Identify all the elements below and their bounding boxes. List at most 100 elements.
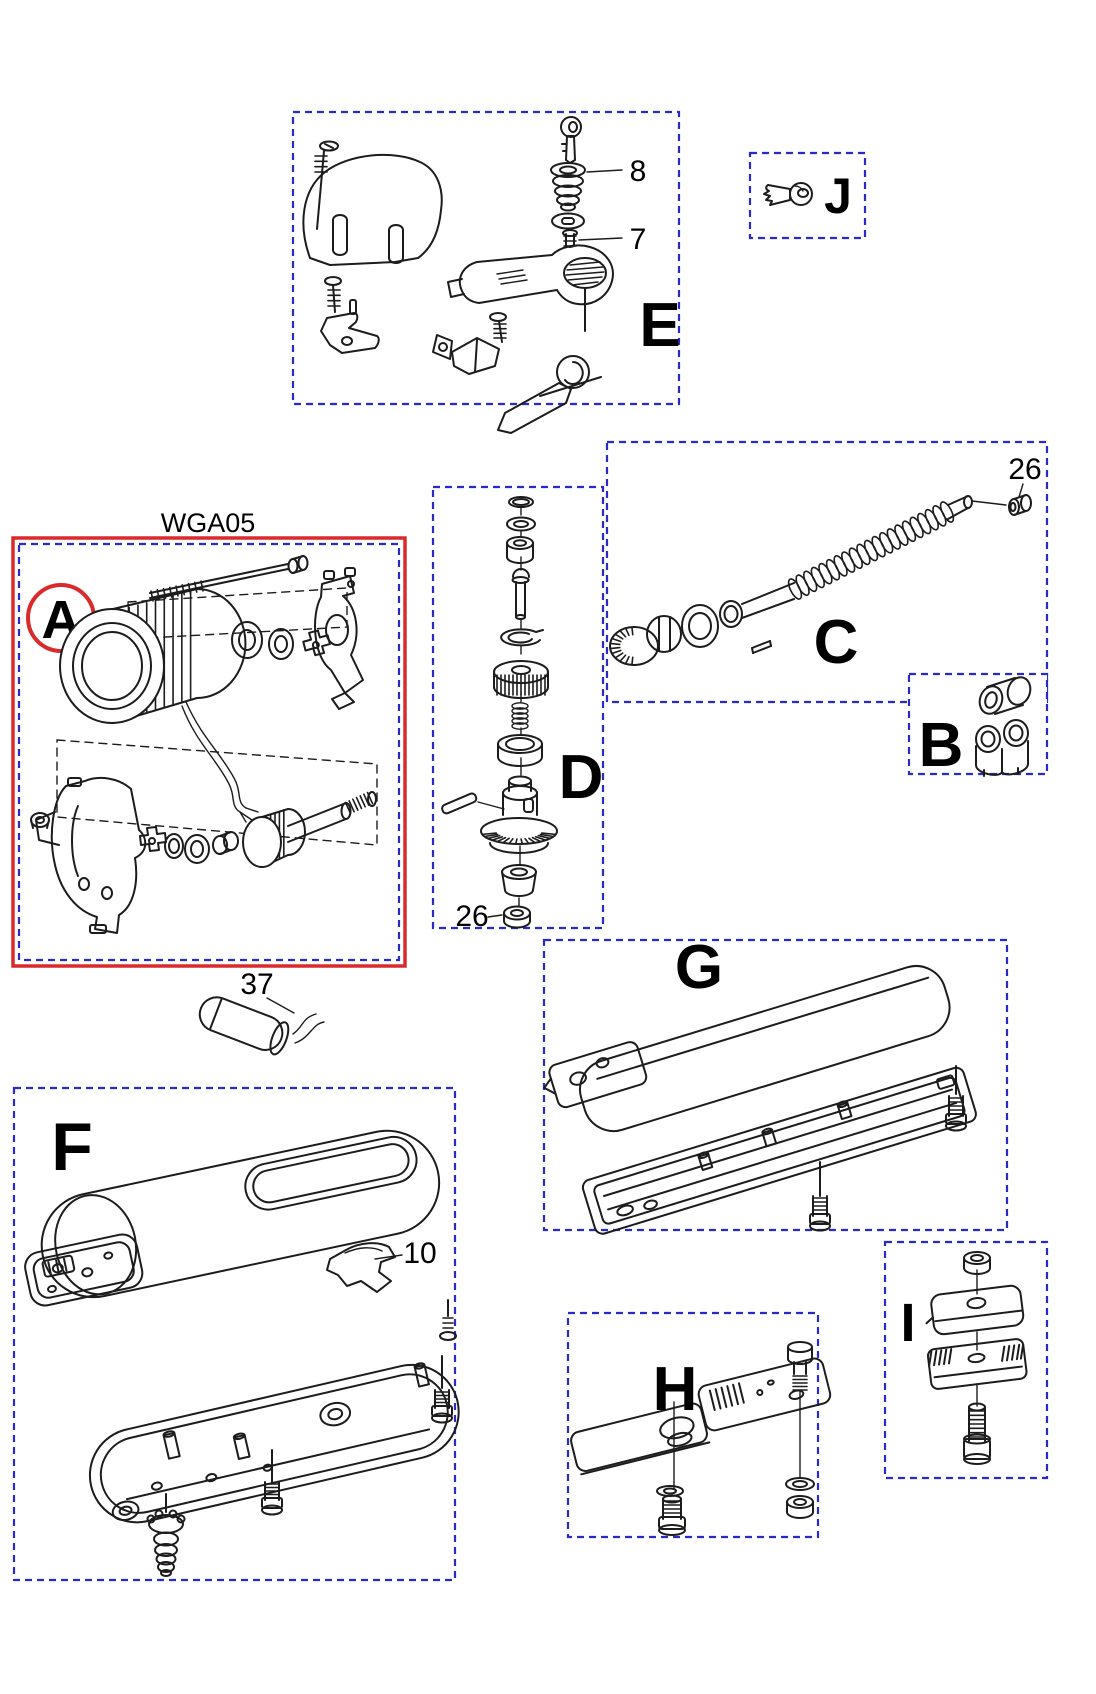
release-cover-drawing (302, 153, 443, 266)
section-b-label: B (919, 711, 964, 780)
plain-plate-drawing (570, 1402, 711, 1476)
spacer-drawing (212, 831, 239, 855)
capacitor-wires-drawing (292, 1013, 325, 1044)
clamp-plate-drawing (925, 1284, 1025, 1336)
section-j-label: J (824, 168, 852, 224)
serrated-clamp-plate-drawing (926, 1338, 1028, 1390)
base-housing-drawing (88, 1362, 460, 1524)
callout-leader-line (374, 1254, 403, 1260)
screw-drawing (261, 1449, 283, 1516)
decorative-hatching-over (150, 155, 986, 1518)
bevel-gear-drawing (609, 615, 682, 666)
callout-leader-line (266, 997, 295, 1014)
section-b: B (907, 672, 1049, 780)
section-e: 8 7 E (291, 110, 681, 434)
section-d: 26 D (431, 485, 605, 933)
ring-drawing (164, 833, 184, 859)
callout-leader-line (487, 914, 503, 918)
product-code: WGA05 (161, 508, 256, 538)
section-i: I (883, 1240, 1049, 1480)
washer-plate-drawing (551, 212, 585, 230)
bevel-pinion-drawing (441, 775, 558, 854)
clevis-fork-drawing (975, 719, 1029, 777)
ring-drawing (497, 734, 543, 767)
callout-leader-lines (578, 169, 623, 241)
key-drawing (560, 116, 582, 164)
screw-drawing (809, 1161, 831, 1232)
tie-rod-drawing (149, 555, 309, 599)
section-j: J (748, 151, 867, 240)
lock-cylinder-drawing (550, 162, 586, 212)
bearing-drawing (268, 628, 294, 660)
screw-drawing (431, 1355, 453, 1424)
section-e-box (291, 110, 681, 406)
release-arm-drawing (447, 244, 614, 332)
motor-wires-drawing (181, 701, 259, 823)
axis-lines (518, 507, 522, 907)
nut-drawing (30, 812, 50, 829)
section-a-box (17, 542, 401, 962)
section-f: 10 (12, 1086, 460, 1582)
washer-drawing (656, 1485, 684, 1497)
screw-drawing (439, 1299, 457, 1341)
section-d-label: D (559, 743, 604, 812)
motor-stator-drawing (59, 588, 247, 724)
section-h: H (566, 1311, 832, 1539)
snap-ring-drawing (500, 628, 544, 647)
cup-washer-drawing (501, 864, 537, 897)
ring-drawing (719, 600, 743, 628)
spring-drawing (511, 702, 529, 730)
section-g-box (542, 938, 1009, 1232)
washer-drawing (231, 621, 263, 659)
callout-37: 37 (240, 968, 273, 1001)
screw-drawing (562, 229, 578, 248)
upper-housing-drawing (40, 1129, 441, 1299)
part-37-capacitor: 37 (198, 968, 325, 1056)
section-c: 26 C (605, 440, 1049, 704)
slotted-plate-drawing (697, 1357, 832, 1432)
pin-drawing (511, 568, 530, 620)
stop-nut-drawing (1008, 494, 1032, 516)
section-g-label: G (675, 933, 723, 1002)
section-h-box (566, 1311, 820, 1539)
pin-drawing (751, 640, 772, 654)
callout-leader-line (1018, 483, 1024, 498)
washer-drawing (506, 516, 536, 532)
callout-26-gear: 26 (455, 900, 488, 933)
cable-gland-drawing (146, 1493, 186, 1577)
wedge-drawing (432, 334, 500, 375)
section-a-red-box (11, 536, 407, 968)
guide-rail-drawing (581, 1066, 977, 1235)
section-e-label: E (639, 291, 680, 360)
section-f-label: F (51, 1109, 93, 1185)
motor-bracket-drawing (314, 567, 364, 710)
threaded-bushing-drawing (978, 676, 1032, 715)
decorative-hatching-under (119, 501, 955, 866)
guide-cover-drawing (579, 965, 951, 1133)
section-g: G (542, 933, 1009, 1235)
washer-drawing (785, 1477, 815, 1491)
nut-drawing (503, 905, 531, 929)
housing-end-plate-drawing (24, 1233, 144, 1307)
bushing-drawing (506, 536, 534, 564)
key-drawing (763, 182, 813, 206)
callout-8: 8 (630, 155, 647, 188)
worm-screw-drawing (741, 495, 1007, 619)
cover-end-bracket-drawing (543, 1041, 648, 1109)
bolt-drawing (787, 1341, 813, 1375)
capacitor-drawing (198, 996, 290, 1056)
section-c-box (605, 440, 1049, 704)
section-h-label: H (653, 1355, 698, 1424)
section-c-label: C (814, 608, 859, 677)
bearing-drawing (681, 604, 719, 648)
callout-7: 7 (630, 223, 647, 256)
callout-10: 10 (403, 1237, 436, 1270)
o-ring-drawing (508, 496, 534, 508)
bolt-drawing (963, 1402, 991, 1465)
section-i-box (883, 1240, 1049, 1480)
callout-26-screw: 26 (1008, 453, 1041, 486)
nut-drawing (786, 1495, 814, 1519)
screw-drawing (316, 140, 339, 230)
